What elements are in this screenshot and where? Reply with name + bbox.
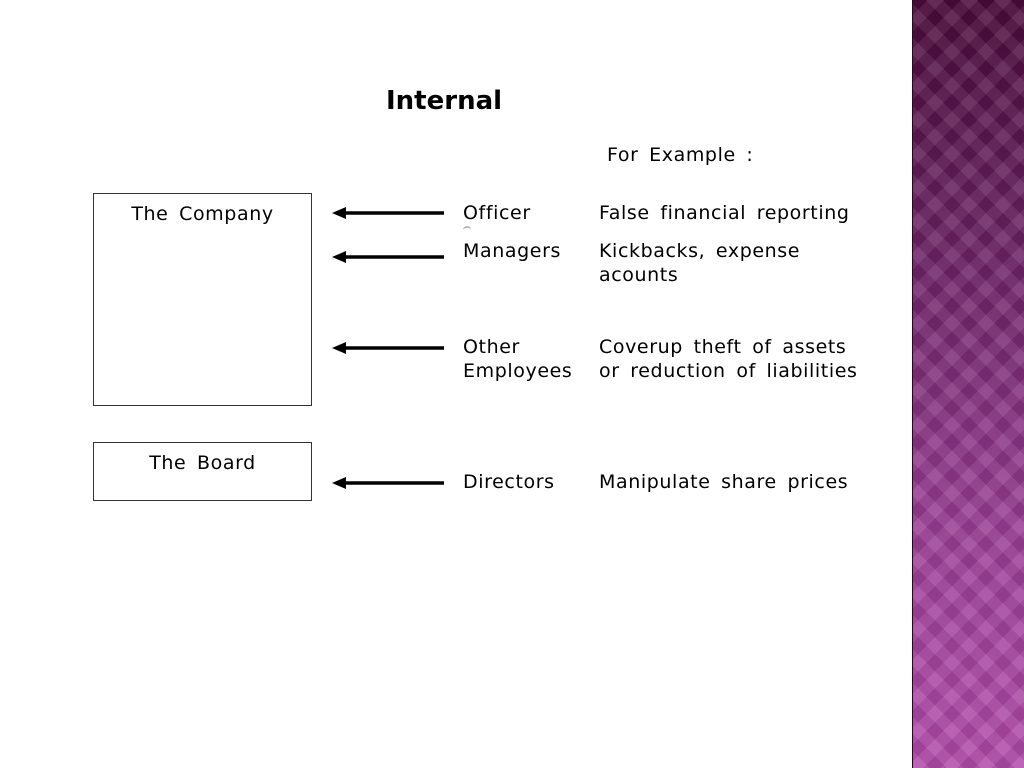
company-box-label: The Company bbox=[131, 203, 274, 225]
decorative-side-band bbox=[912, 0, 1024, 768]
example-other-employees: Coverup theft of assets or reduction of … bbox=[599, 336, 858, 382]
board-box: The Board bbox=[93, 442, 312, 501]
role-officer: Officer bbox=[463, 202, 531, 224]
role-other-employees: Other Employees bbox=[463, 336, 573, 382]
slide-title: Internal bbox=[386, 86, 503, 116]
example-directors: Manipulate share prices bbox=[599, 471, 849, 493]
board-box-label: The Board bbox=[149, 452, 256, 474]
left-arrow-icon bbox=[332, 342, 444, 354]
role-managers: Managers bbox=[463, 240, 561, 262]
left-arrow-icon bbox=[332, 251, 444, 263]
role-directors: Directors bbox=[463, 471, 555, 493]
left-arrow-icon bbox=[332, 477, 444, 489]
company-box: The Company bbox=[93, 193, 312, 406]
example-heading: For Example : bbox=[607, 144, 754, 166]
example-managers: Kickbacks, expense acounts bbox=[599, 240, 801, 286]
left-arrow-icon bbox=[332, 207, 444, 219]
example-officer: False financial reporting bbox=[599, 202, 850, 224]
clipped-text-fragment bbox=[463, 226, 471, 232]
